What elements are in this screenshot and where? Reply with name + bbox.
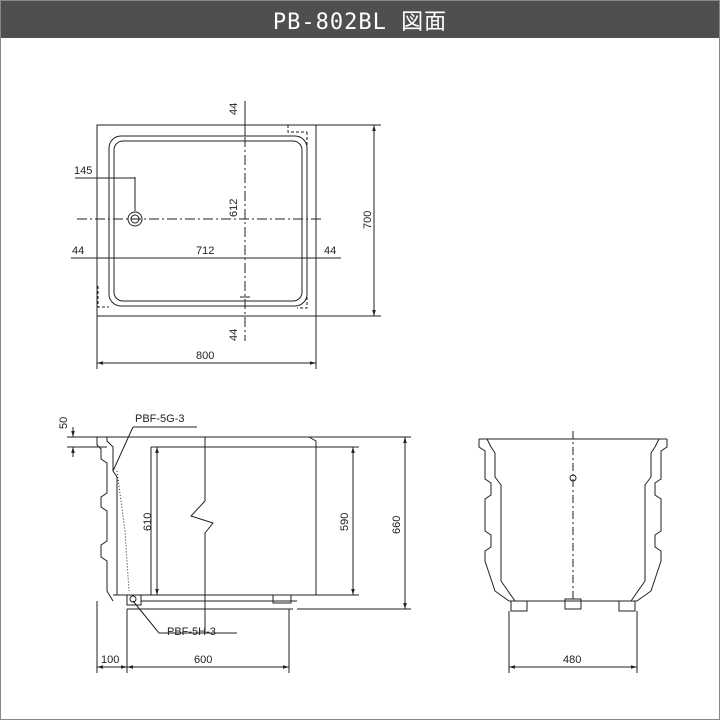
front-foot-left xyxy=(510,600,528,612)
dim-inner-width: 712 xyxy=(196,245,214,257)
plan-basin-outer xyxy=(108,135,308,307)
dim-left-44: 44 xyxy=(72,245,84,257)
plan-basin-inner xyxy=(113,140,303,302)
label-top-part: PBF-5G-3 xyxy=(135,413,185,425)
front-right-outer xyxy=(636,439,668,602)
dim-drain-offset: 145 xyxy=(74,165,92,177)
side-rim-end xyxy=(308,436,317,447)
front-labels: 480 xyxy=(563,654,581,666)
plan-dashed-left xyxy=(97,286,109,308)
drawing-title: PB-802BL 図面 xyxy=(272,9,448,35)
leader-bottom-part xyxy=(132,600,160,634)
side-break-symbol xyxy=(190,437,214,633)
side-foot-left xyxy=(126,594,142,606)
side-dotted-profile xyxy=(116,470,130,592)
dim-right-44: 44 xyxy=(324,245,336,257)
side-drain-fitting xyxy=(129,595,137,603)
side-foot-right xyxy=(272,594,292,604)
plan-view xyxy=(71,101,381,369)
dim-total-height: 660 xyxy=(391,516,403,534)
front-left-inner xyxy=(486,438,516,602)
side-inner-wall xyxy=(106,437,118,595)
dim-width: 800 xyxy=(196,350,214,362)
dim-rim: 50 xyxy=(58,417,70,429)
dim-bottom-44: 44 xyxy=(228,329,240,341)
front-right-inner xyxy=(630,438,660,602)
label-bottom-part: PBF-5H-3 xyxy=(167,626,216,638)
plan-dim-labels: 44 44 612 145 44 712 44 700 800 xyxy=(72,103,374,362)
side-view xyxy=(67,426,411,673)
dim-inner-height: 610 xyxy=(142,513,154,531)
dim-body-height: 590 xyxy=(339,513,351,531)
dim-left-offset: 100 xyxy=(101,654,119,666)
leader-top-part xyxy=(112,426,134,472)
side-labels: PBF-5G-3 PBF-5H-3 50 610 590 660 100 600 xyxy=(58,413,403,666)
drain-inner-circle xyxy=(130,214,140,224)
front-view xyxy=(478,431,668,673)
front-foot-right xyxy=(618,600,636,612)
plan-dashed-right xyxy=(297,132,308,309)
plan-dashed-top xyxy=(287,125,307,133)
dim-length: 600 xyxy=(194,654,212,666)
title-bar: PB-802BL 図面 xyxy=(1,1,719,38)
dim-depth: 700 xyxy=(362,211,374,229)
plan-outer-rim xyxy=(96,124,317,317)
side-left-wall xyxy=(96,437,114,602)
front-left-outer xyxy=(478,439,510,602)
drain-outer-circle xyxy=(127,211,143,227)
dim-inner-depth: 612 xyxy=(228,199,240,217)
dim-top-44: 44 xyxy=(228,103,240,115)
dim-front-width: 480 xyxy=(563,654,581,666)
